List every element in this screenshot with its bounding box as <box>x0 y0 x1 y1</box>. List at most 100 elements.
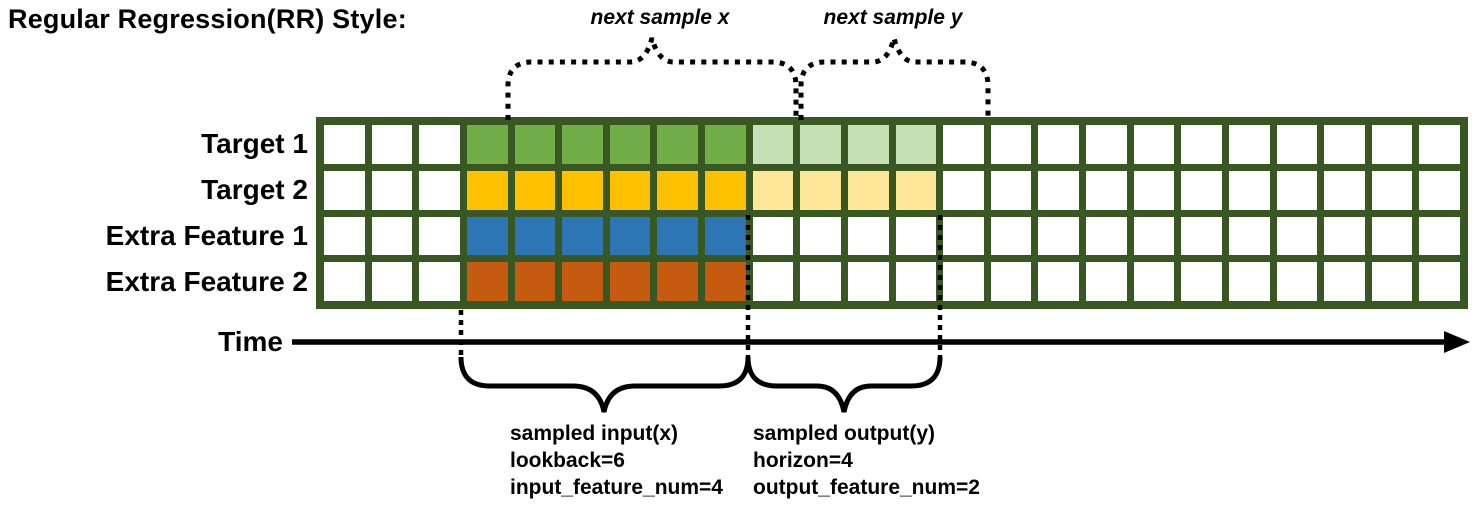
grid-cell <box>1276 170 1318 210</box>
sampled-input-brace <box>458 356 751 413</box>
grid-cell <box>562 125 603 164</box>
grid-cell <box>705 216 746 256</box>
grid-cell <box>1419 216 1460 256</box>
grid-cell <box>800 216 841 256</box>
grid-cell <box>943 170 984 210</box>
grid-cell <box>1371 125 1413 164</box>
grid-cell <box>1228 262 1270 301</box>
input-feature-num-line: input_feature_num=4 <box>510 476 723 499</box>
grid-cell <box>324 216 365 256</box>
grid-cell <box>1038 262 1079 301</box>
sampled-output-brace <box>745 356 943 413</box>
row-label-target-2: Target 2 <box>201 174 308 205</box>
next-sample-x-brace <box>505 37 799 120</box>
grid-cell <box>705 262 746 301</box>
grid-cell <box>1181 125 1222 164</box>
grid-cell <box>562 262 603 301</box>
grid-cell <box>800 262 841 301</box>
grid-cell <box>657 170 698 210</box>
grid-cell <box>466 262 508 301</box>
grid-cell <box>562 170 603 210</box>
grid-cell <box>943 125 984 164</box>
grid-cell <box>1324 125 1365 164</box>
grid-cell <box>371 262 413 301</box>
grid-cell <box>895 170 937 210</box>
grid-cell <box>1133 262 1175 301</box>
grid-cell <box>1181 170 1222 210</box>
grid-cell <box>466 125 508 164</box>
grid-cell <box>419 262 460 301</box>
grid-cell <box>371 125 413 164</box>
grid-cell <box>371 170 413 210</box>
grid-cell <box>419 125 460 164</box>
grid-cell <box>847 216 889 256</box>
grid-cell <box>800 170 841 210</box>
grid-cell <box>324 262 365 301</box>
grid-cell <box>1276 262 1318 301</box>
grid-cell <box>752 262 794 301</box>
grid-cell <box>705 125 746 164</box>
horizon-line: horizon=4 <box>753 449 853 472</box>
grid-cell <box>847 170 889 210</box>
grid-cell <box>657 125 698 164</box>
output-feature-num-line: output_feature_num=2 <box>753 476 980 499</box>
grid-cell <box>990 262 1032 301</box>
sampled-input-line: sampled input(x) <box>510 422 679 445</box>
grid-cell <box>752 125 794 164</box>
grid-cell <box>1228 125 1270 164</box>
grid-cell <box>514 170 556 210</box>
grid-cell <box>847 262 889 301</box>
grid-cell <box>324 170 365 210</box>
grid-cell <box>1371 170 1413 210</box>
diagram-title: Regular Regression(RR) Style: <box>8 4 407 34</box>
grid-cell <box>895 216 937 256</box>
grid-cell <box>752 170 794 210</box>
grid-cell <box>943 262 984 301</box>
grid-cell <box>1181 216 1222 256</box>
next-sample-y-label: next sample y <box>823 6 963 29</box>
grid-cell <box>514 125 556 164</box>
grid-cell <box>1324 262 1365 301</box>
grid-cell <box>1324 216 1365 256</box>
row-label-extra-feature-2: Extra Feature 2 <box>105 266 308 297</box>
next-sample-y-brace <box>798 37 991 120</box>
grid-cell <box>1133 125 1175 164</box>
time-axis-label: Time <box>218 326 283 357</box>
time-axis-arrowhead <box>1444 331 1470 353</box>
grid-cell <box>990 170 1032 210</box>
grid-cell <box>895 262 937 301</box>
grid-cell <box>1038 125 1079 164</box>
grid-cell <box>1086 170 1127 210</box>
sample-grid <box>316 117 1468 309</box>
grid-cell <box>419 170 460 210</box>
grid-cell <box>1133 170 1175 210</box>
grid-cell <box>419 216 460 256</box>
grid-cell <box>514 262 556 301</box>
grid-cell <box>562 216 603 256</box>
grid-cell <box>1419 170 1460 210</box>
grid-cell <box>800 125 841 164</box>
grid-cell <box>705 170 746 210</box>
grid-cell <box>847 125 889 164</box>
grid-cell <box>1038 170 1079 210</box>
grid-cell <box>466 170 508 210</box>
grid-cell <box>1086 125 1127 164</box>
grid-cell <box>990 216 1032 256</box>
next-sample-x-label: next sample x <box>590 6 730 29</box>
grid-cell <box>514 216 556 256</box>
grid-cell <box>1228 170 1270 210</box>
grid-cell <box>1086 216 1127 256</box>
grid-cell <box>609 216 651 256</box>
sampled-output-annotation: sampled output(y) horizon=4 output_featu… <box>753 420 980 501</box>
grid-cell <box>1276 216 1318 256</box>
row-label-target-1: Target 1 <box>201 128 308 159</box>
row-label-extra-feature-1: Extra Feature 1 <box>105 220 308 251</box>
lookback-line: lookback=6 <box>510 449 625 472</box>
grid-cell <box>895 125 937 164</box>
sampled-input-annotation: sampled input(x) lookback=6 input_featur… <box>510 420 723 501</box>
grid-cell <box>1371 216 1413 256</box>
grid-cell <box>752 216 794 256</box>
grid-cell <box>1086 262 1127 301</box>
grid-cell <box>609 125 651 164</box>
